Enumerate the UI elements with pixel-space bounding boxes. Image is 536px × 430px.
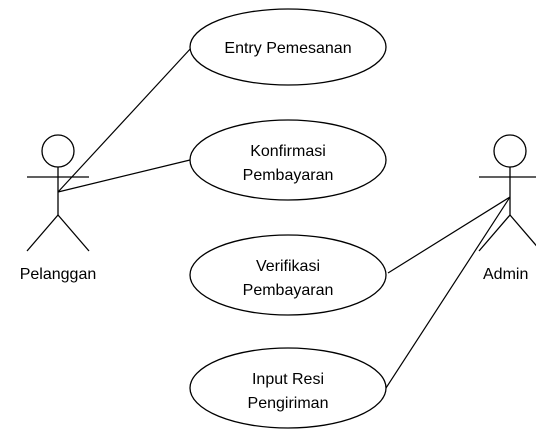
use-case-input-resi-pengiriman[interactable]: Input Resi Pengiriman <box>189 347 387 429</box>
use-case-ellipse <box>189 119 387 201</box>
use-case-entry-pemesanan[interactable]: Entry Pemesanan <box>189 8 387 86</box>
use-case-ellipse <box>189 347 387 429</box>
actor-label-pelanggan: Pelanggan <box>20 266 97 283</box>
use-case-konfirmasi-pembayaran[interactable]: Konfirmasi Pembayaran <box>189 119 387 201</box>
use-case-label: Entry Pemesanan <box>224 40 351 57</box>
actor-head <box>41 134 75 168</box>
actor-head <box>493 134 527 168</box>
association-admin-verifikasi-pembayaran <box>387 196 511 274</box>
association-pelanggan-konfirmasi-pembayaran <box>57 159 191 193</box>
use-case-label-line-1: Konfirmasi <box>250 143 326 160</box>
actor-left-leg <box>478 214 511 252</box>
use-case-label-line-1: Verifikasi <box>256 258 320 275</box>
actor-right-leg <box>509 214 536 247</box>
use-case-label-line-2: Pembayaran <box>243 282 334 299</box>
association-admin-input-resi-pengiriman <box>385 196 511 389</box>
actor-label-admin: Admin <box>483 266 528 283</box>
actor-pelanggan[interactable] <box>26 134 90 252</box>
associations <box>57 46 511 389</box>
association-pelanggan-entry-pemesanan <box>57 46 193 193</box>
use-case-verifikasi-pembayaran[interactable]: Verifikasi Pembayaran <box>189 234 387 316</box>
use-case-ellipse <box>189 8 387 86</box>
use-case-label-line-1: Input Resi <box>252 371 324 388</box>
use-case-label-line-2: Pengiriman <box>248 395 329 412</box>
actor-left-leg <box>26 214 59 252</box>
use-case-ellipse <box>189 234 387 316</box>
actor-right-leg <box>57 214 90 252</box>
use-case-label-line-2: Pembayaran <box>243 167 334 184</box>
actor-admin[interactable] <box>478 134 536 252</box>
